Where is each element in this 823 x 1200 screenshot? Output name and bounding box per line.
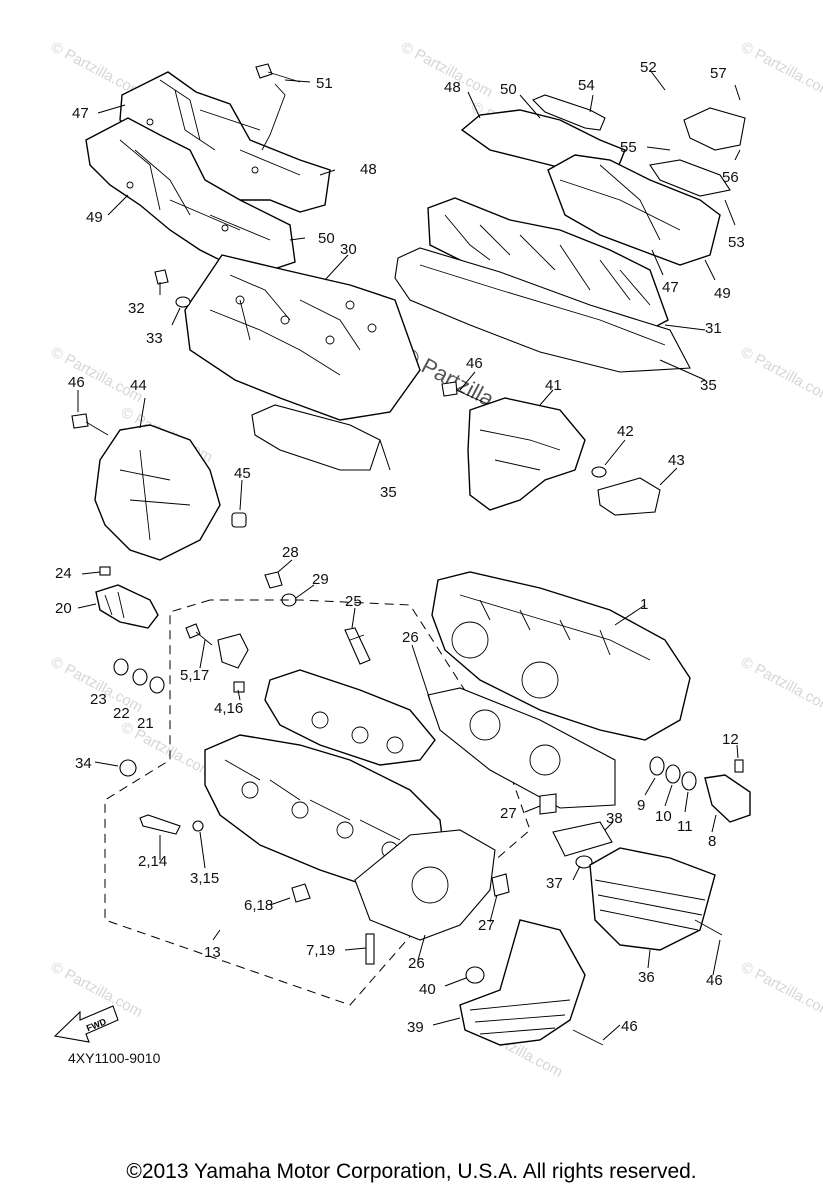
callout-label: 33 xyxy=(146,330,163,347)
valve-cover-31 xyxy=(394,197,691,373)
callout-label: 8 xyxy=(708,833,716,850)
callout-label: 21 xyxy=(137,715,154,732)
gasket-26-upper xyxy=(427,687,616,809)
bolt-28-nut-29 xyxy=(264,571,297,607)
callout-label: 28 xyxy=(282,544,299,561)
callout-label: 47 xyxy=(662,279,679,296)
callout-label: 25 xyxy=(345,593,362,610)
gasket-26-lower xyxy=(354,829,496,941)
callout-label: 10 xyxy=(655,808,672,825)
callout-label: 30 xyxy=(340,241,357,258)
callout-label: 50 xyxy=(500,81,517,98)
callout-label: 29 xyxy=(312,571,329,588)
callout-labels: 1 2,14 3,15 4,16 5,17 6,18 7,19 8 9 10 1… xyxy=(55,59,745,1036)
callout-label: 55 xyxy=(620,139,637,156)
callout-label: 32 xyxy=(128,300,145,317)
callout-label: 3,15 xyxy=(190,870,219,887)
callout-label: 31 xyxy=(705,320,722,337)
parts-6-7 xyxy=(291,883,375,965)
valve-cover-30 xyxy=(184,254,421,471)
small-parts-5-4 xyxy=(185,623,249,693)
assembly-boundary-13 xyxy=(104,599,531,1006)
callout-label: 46 xyxy=(621,1018,638,1035)
callout-label: 41 xyxy=(545,377,562,394)
callout-label: 27 xyxy=(478,917,495,934)
callout-label: 42 xyxy=(617,423,634,440)
callout-label: 22 xyxy=(113,705,130,722)
o-rings-21-23 xyxy=(113,658,165,694)
watermark: © Partzilla.com xyxy=(48,344,145,406)
callout-label: 49 xyxy=(86,209,103,226)
callout-label: 53 xyxy=(728,234,745,251)
callout-label: 49 xyxy=(714,285,731,302)
callout-label: 12 xyxy=(722,731,739,748)
callout-label: 56 xyxy=(722,169,739,186)
callout-label: 5,17 xyxy=(180,667,209,684)
callout-label: 46 xyxy=(466,355,483,372)
watermark: © Partzilla.com xyxy=(738,654,823,716)
callout-label: 46 xyxy=(706,972,723,989)
callout-label: 23 xyxy=(90,691,107,708)
callout-label: 57 xyxy=(710,65,727,82)
callout-label: 24 xyxy=(55,565,72,582)
callout-label: 48 xyxy=(360,161,377,178)
callout-label: 35 xyxy=(380,484,397,501)
watermark: © Partzilla.com xyxy=(738,959,823,1021)
callout-label: 39 xyxy=(407,1019,424,1036)
callout-label: 11 xyxy=(677,818,693,835)
cylinder-36 xyxy=(589,847,723,951)
bolt-32-washer-33 xyxy=(154,269,191,308)
callout-label: 7,19 xyxy=(306,942,335,959)
rocker-41 xyxy=(441,381,661,516)
cylinder-head-right-1 xyxy=(431,571,691,741)
callout-label: 1 xyxy=(640,596,648,613)
callout-label: 43 xyxy=(668,452,685,469)
cover-group-right xyxy=(460,94,746,266)
callout-label: 36 xyxy=(638,969,655,986)
callout-label: 38 xyxy=(606,810,623,827)
callout-label: 37 xyxy=(546,875,563,892)
side-cover-44 xyxy=(71,413,247,561)
copyright-notice: ©2013 Yamaha Motor Corporation, U.S.A. A… xyxy=(126,1160,697,1183)
spark-plug-25 xyxy=(344,627,371,665)
callout-label: 6,18 xyxy=(244,897,273,914)
dowels-27 xyxy=(491,793,557,897)
cylinder-head-left xyxy=(204,669,446,891)
callout-label: 45 xyxy=(234,465,251,482)
cylinder-39 xyxy=(459,919,604,1046)
callout-label: 51 xyxy=(316,75,333,92)
callout-label: 27 xyxy=(500,805,517,822)
tensioner-20 xyxy=(95,566,159,629)
fwd-arrow-icon: FWD xyxy=(53,1005,119,1043)
parts-8-12 xyxy=(649,756,751,823)
callout-label: 50 xyxy=(318,230,335,247)
screw-51 xyxy=(255,63,301,151)
leader-lines xyxy=(77,69,741,1041)
parts-37-38 xyxy=(552,821,613,869)
callout-label: 35 xyxy=(700,377,717,394)
callout-label: 4,16 xyxy=(214,700,243,717)
callout-label: 2,14 xyxy=(138,853,167,870)
callout-label: 47 xyxy=(72,105,89,122)
callout-label: 26 xyxy=(402,629,419,646)
callout-label: 34 xyxy=(75,755,92,772)
watermark: © Partzilla.com xyxy=(738,344,823,406)
callout-label: 20 xyxy=(55,600,72,617)
cover-group-left xyxy=(85,71,331,273)
callout-label: 40 xyxy=(419,981,436,998)
watermark: © Partzilla.com xyxy=(738,39,823,101)
watermark: © Partzilla.com xyxy=(48,959,145,1021)
diagram-code: 4XY1100-9010 xyxy=(68,1050,161,1066)
callout-label: 26 xyxy=(408,955,425,972)
callout-label: 44 xyxy=(130,377,147,394)
callout-label: 48 xyxy=(444,79,461,96)
callout-label: 13 xyxy=(204,944,221,961)
callout-label: 52 xyxy=(640,59,657,76)
callout-label: 46 xyxy=(68,374,85,391)
callout-label: 9 xyxy=(637,797,645,814)
callout-label: 54 xyxy=(578,77,595,94)
parts-34-2-3 xyxy=(119,759,204,835)
